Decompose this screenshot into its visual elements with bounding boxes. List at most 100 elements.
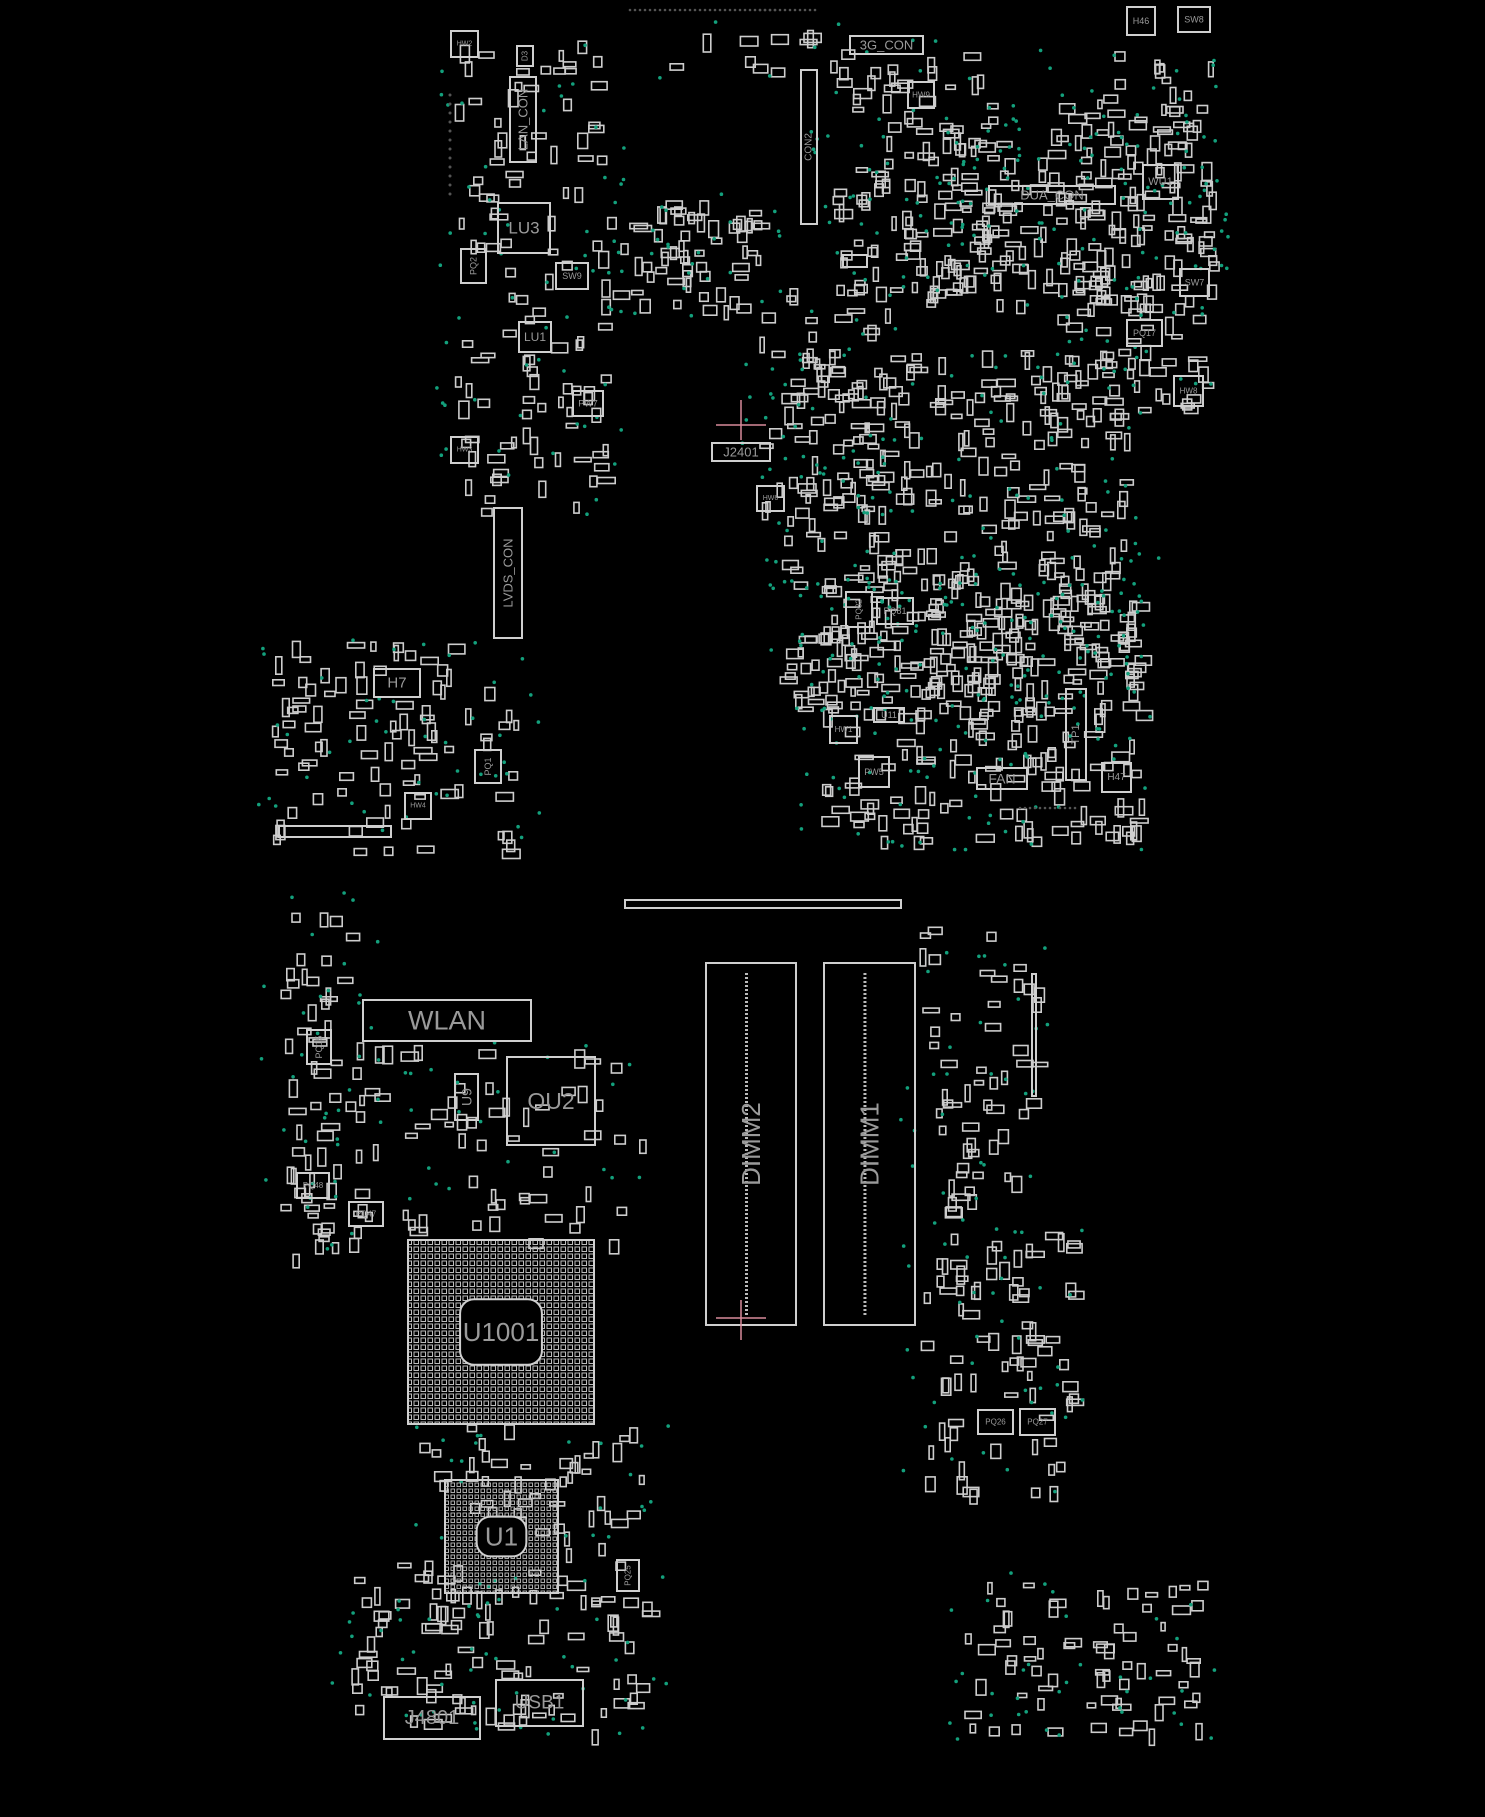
- component-u1001[interactable]: U1001: [407, 1239, 595, 1425]
- via: [973, 794, 978, 798]
- component-u11[interactable]: U11: [873, 707, 905, 723]
- component-ou2[interactable]: OU2: [506, 1056, 596, 1146]
- component-pq15[interactable]: PQ15: [306, 1029, 332, 1065]
- via: [943, 1242, 947, 1246]
- smd-pad: [958, 432, 964, 452]
- smd-pad: [1197, 1580, 1209, 1591]
- smd-pad: [1073, 781, 1091, 792]
- component-lan-con[interactable]: LAN_CON: [509, 76, 537, 163]
- smd-pad: [1037, 1346, 1053, 1357]
- component-fan[interactable]: FAN: [976, 767, 1028, 790]
- via: [682, 286, 686, 291]
- smd-pad: [748, 209, 763, 217]
- component-u9[interactable]: U9: [454, 1073, 479, 1121]
- via: [1055, 466, 1059, 471]
- smd-pad: [950, 391, 966, 399]
- component-h7[interactable]: H7: [373, 668, 421, 698]
- component-lu1[interactable]: LU1: [518, 321, 552, 353]
- component-con2[interactable]: CON2: [800, 69, 818, 225]
- component-usb1[interactable]: USB1: [495, 1679, 584, 1727]
- component-wlan[interactable]: WLAN: [362, 999, 532, 1042]
- smd-pad: [1126, 369, 1135, 380]
- via: [1096, 600, 1100, 605]
- component-d3[interactable]: D3: [516, 45, 534, 67]
- smd-pad: [1004, 158, 1016, 175]
- component-pq25[interactable]: PQ25: [616, 1559, 640, 1592]
- via: [396, 1607, 400, 1612]
- smd-pad: [1135, 709, 1154, 722]
- smd-pad: [949, 1259, 968, 1270]
- smd-pad: [1127, 357, 1136, 370]
- via: [380, 828, 385, 833]
- smd-pad: [356, 676, 368, 696]
- component-hw3[interactable]: HW3: [450, 436, 479, 464]
- via: [537, 811, 542, 815]
- smd-pad: [860, 799, 880, 810]
- component-pw5[interactable]: PW5: [858, 756, 890, 788]
- smd-pad: [464, 708, 472, 726]
- component-dua-con[interactable]: DUA_CON: [988, 185, 1116, 205]
- component-sw9[interactable]: SW9: [555, 262, 589, 290]
- via: [1049, 613, 1054, 618]
- smd-pad: [596, 476, 617, 485]
- via: [1131, 383, 1136, 388]
- component-hw2[interactable]: HW2: [450, 30, 479, 58]
- smd-pad: [595, 1099, 604, 1112]
- component-pq47[interactable]: PQ47: [348, 1201, 384, 1227]
- test-point: [448, 165, 452, 169]
- smd-pad: [1111, 751, 1131, 763]
- via: [1009, 762, 1013, 767]
- via: [778, 289, 783, 294]
- component-u1[interactable]: U1: [444, 1479, 559, 1594]
- component-dimm1[interactable]: DIMM1: [823, 962, 916, 1326]
- component-h46[interactable]: H46: [1126, 6, 1156, 36]
- component-pq81[interactable]: PQ81: [876, 597, 914, 625]
- smd-pad: [938, 356, 947, 376]
- component-hw6[interactable]: HW6: [756, 485, 785, 512]
- smd-pad: [1020, 349, 1035, 357]
- smd-pad: [464, 479, 473, 497]
- component-pq26[interactable]: PQ26: [977, 1409, 1014, 1435]
- via: [444, 340, 449, 345]
- via: [868, 197, 872, 201]
- component-sw8[interactable]: SW8: [1177, 6, 1211, 33]
- smd-pad: [911, 281, 919, 294]
- component-pq48[interactable]: PQ48: [296, 1172, 330, 1199]
- smd-pad: [1081, 124, 1093, 139]
- smd-pad: [906, 117, 923, 128]
- component-pq17[interactable]: PQ17: [1126, 319, 1163, 347]
- smd-pad: [821, 815, 840, 828]
- component-pq82[interactable]: PQ82: [845, 591, 873, 628]
- component-hw9[interactable]: HW9: [907, 81, 935, 109]
- component-hw4[interactable]: HW4: [404, 792, 432, 820]
- component-lu3[interactable]: LU3: [497, 202, 551, 254]
- component-lvds-con[interactable]: LVDS_CON: [493, 507, 523, 639]
- component-pq2[interactable]: PQ2: [460, 248, 487, 284]
- component-pw7[interactable]: PW7: [572, 390, 604, 417]
- smd-pad: [1014, 825, 1023, 842]
- component-hw1[interactable]: HW1: [829, 715, 858, 744]
- component-j2401[interactable]: J2401: [711, 442, 771, 462]
- smd-pad: [744, 55, 757, 68]
- smd-pad: [770, 33, 790, 46]
- smd-pad: [1000, 1070, 1009, 1086]
- component-con-3g[interactable]: 3G_CON: [849, 35, 924, 55]
- via: [950, 1457, 954, 1461]
- smd-pad: [1119, 614, 1136, 623]
- smd-pad: [1169, 106, 1181, 118]
- component-j4801[interactable]: J4801: [383, 1696, 481, 1740]
- component-pq1[interactable]: PQ1: [474, 749, 502, 784]
- smd-pad: [903, 227, 914, 239]
- component-wu1[interactable]: WU1: [1142, 164, 1179, 200]
- via: [783, 382, 787, 387]
- via: [938, 181, 942, 185]
- component-pq27[interactable]: PQ27: [1019, 1408, 1056, 1436]
- component-h47[interactable]: H47: [1101, 762, 1132, 793]
- component-hw8[interactable]: HW8: [1173, 375, 1204, 407]
- via: [1211, 63, 1215, 67]
- component-sw7[interactable]: SW7: [1179, 268, 1210, 297]
- component-dimm2[interactable]: DIMM2: [705, 962, 797, 1326]
- smd-pad: [416, 845, 435, 854]
- component-tp1[interactable]: TP1: [1065, 688, 1087, 781]
